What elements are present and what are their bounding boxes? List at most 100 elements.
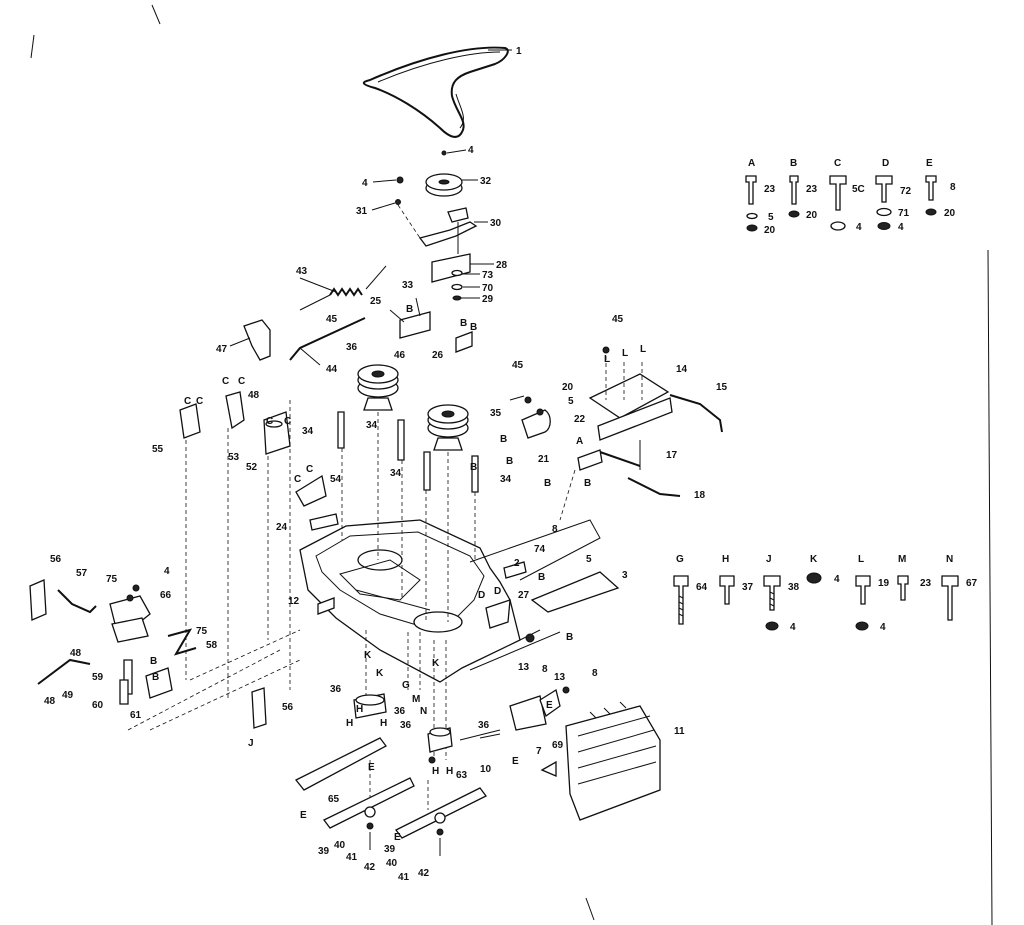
callout-14: 14 [676,364,688,375]
callout-36: 36 [478,720,490,731]
callout-54: 54 [330,474,342,485]
callout-8: 8 [552,524,558,535]
hw-letter-d: D [882,158,889,169]
hw-bolt-a: 23 [764,184,776,195]
callout-36: 36 [330,684,342,695]
callout-41: 41 [398,872,410,883]
hw-letter-j: J [766,554,772,565]
hw-part-d1: 71 [898,208,910,219]
callout-17: 17 [666,450,678,461]
letter-tag: B [506,456,513,467]
hw-bolt-n: 67 [966,578,978,589]
letter-tag: C [294,474,301,485]
hw-part-a2: 20 [764,225,776,236]
hw-letter-h: H [722,554,729,565]
callout-4: 4 [468,145,474,156]
callout-10: 10 [480,764,492,775]
callout-48: 48 [248,390,260,401]
letter-tag: B [538,572,545,583]
front-bracket-13 [479,686,570,777]
callout-75: 75 [196,626,208,637]
callout-34: 34 [366,420,378,431]
callout-27: 27 [518,590,530,601]
spindle-pulley-left [357,364,399,411]
letter-tag: H [432,766,439,777]
hw-letter-n: N [946,554,953,565]
callout-56: 56 [50,554,62,565]
letter-tag: E [300,810,307,821]
callout-4: 4 [164,566,170,577]
hw-letter-b: B [790,158,797,169]
callout-15: 15 [716,382,728,393]
hardware-legend-top [745,175,937,232]
letter-tag: K [364,650,372,661]
callout-7: 7 [536,746,542,757]
hw-letter-g: G [676,554,684,565]
letter-tag: B [152,672,159,683]
callout-36: 36 [394,706,406,717]
callout-60: 60 [92,700,104,711]
callout-39: 39 [318,846,330,857]
hw-part-c1: 4 [856,222,862,233]
hw-letter-m: M [898,554,906,565]
left-linkage [29,579,301,731]
letter-annotations: B B C C C C C C C C L L L B B A B B B B … [150,304,646,843]
letter-tag: K [376,668,384,679]
brackets-25-26-33 [389,297,473,353]
callout-5: 5 [568,396,574,407]
callout-34: 34 [500,474,512,485]
hw-letter-l: L [858,554,864,565]
letter-tag: A [576,436,583,447]
letter-tag: E [394,832,401,843]
letter-tag: L [622,348,628,359]
plate-24 [309,513,339,531]
callout-29: 29 [482,294,494,305]
letter-tag: C [222,376,229,387]
hw-bolt-m: 23 [920,578,932,589]
letter-tag: H [346,718,353,729]
letter-tag: H [446,766,453,777]
letter-tag: N [420,706,427,717]
hardware-legend-bottom [673,572,959,631]
hw-part-a1: 5 [768,212,774,223]
hw-bolt-l: 19 [878,578,890,589]
letter-tag: M [412,694,420,705]
bracket-47 [229,319,271,361]
callout-3: 3 [622,570,628,581]
letter-tag: E [546,700,553,711]
letter-tag: H [356,704,363,715]
callout-63: 63 [456,770,468,781]
callout-25: 25 [370,296,382,307]
hw-bolt-h: 37 [742,582,754,593]
callout-56: 56 [282,702,294,713]
hw-part-b1: 20 [806,210,818,221]
belt-guide-22 [509,395,551,439]
hw-bolt-b: 23 [806,184,818,195]
callout-8: 8 [542,664,548,675]
brackets-left-52-55 [179,391,327,507]
hw-nut-l: 4 [880,622,886,633]
callout-33: 33 [402,280,414,291]
lower-spindle-parts [353,693,501,764]
clip-21 [577,449,603,471]
callout-39: 39 [384,844,396,855]
letter-tag: E [368,762,375,773]
blade-right [395,787,487,856]
letter-tag: K [432,658,440,669]
letter-tag: B [544,478,551,489]
callout-61: 61 [130,710,142,721]
callout-5: 5 [586,554,592,565]
hw-letter-c: C [834,158,841,169]
letter-tag: C [184,396,191,407]
letter-tag: B [470,462,477,473]
callout-26: 26 [432,350,444,361]
callout-74: 74 [534,544,546,555]
callout-65: 65 [328,794,340,805]
callout-34: 34 [302,426,314,437]
hw-part-d2: 4 [898,222,904,233]
callout-22: 22 [574,414,586,425]
letter-tag: L [604,354,610,365]
hw-bolt-c: 5C [852,184,865,195]
callout-40: 40 [386,858,398,869]
callout-36: 36 [346,342,358,353]
